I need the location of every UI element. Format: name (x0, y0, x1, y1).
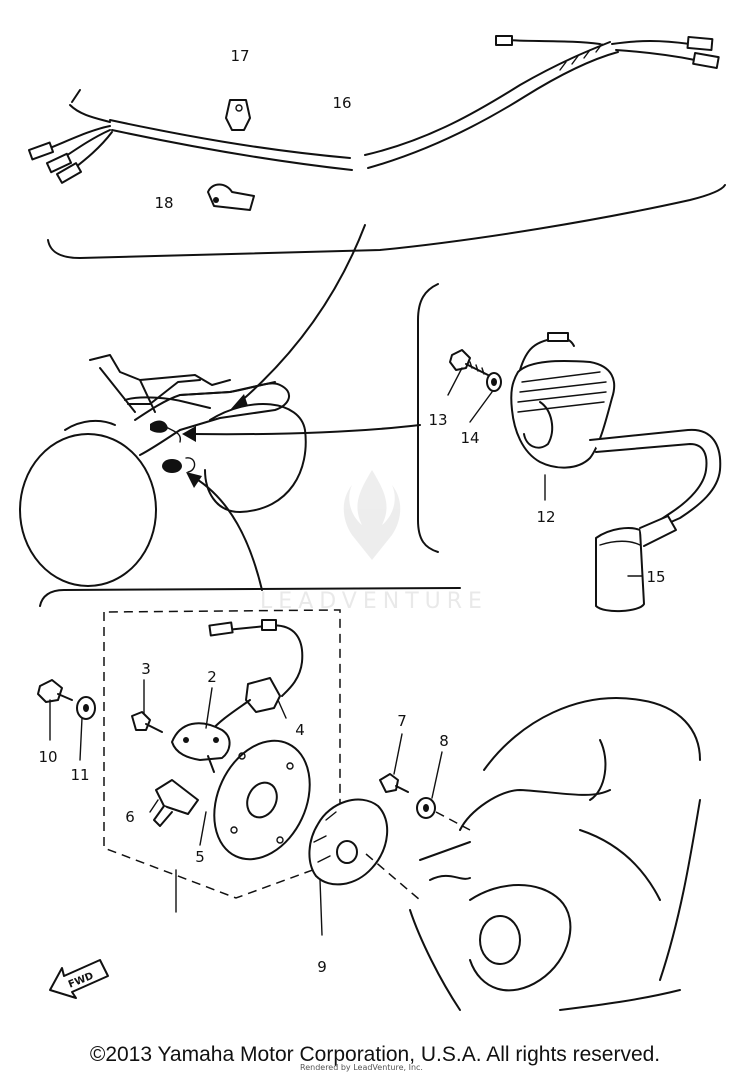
callout-11: 11 (70, 766, 89, 784)
callout-3: 3 (141, 660, 151, 678)
callout-2: 2 (207, 668, 217, 686)
callout-6: 6 (125, 808, 135, 826)
callout-13: 13 (428, 411, 447, 429)
section-bracket-top (47, 184, 726, 259)
clamp-18 (207, 183, 255, 211)
callout-18: 18 (154, 194, 173, 212)
rendered-by-note: Rendered by LeadVenture, Inc. (300, 1063, 423, 1072)
harness-tube-left (109, 119, 351, 159)
leadventure-watermark: LEADVENTURE (260, 470, 482, 614)
callout-15: 15 (646, 568, 665, 586)
callout-8: 8 (439, 732, 449, 750)
callout-17: 17 (230, 47, 249, 65)
callout-labels: 17 16 18 13 14 12 15 3 2 4 6 5 10 11 7 8… (38, 47, 665, 976)
callout-7: 7 (397, 712, 407, 730)
callout-4: 4 (295, 721, 305, 739)
stator-section: FWD (37, 587, 701, 1011)
callout-14: 14 (460, 429, 479, 447)
callout-9: 9 (317, 958, 327, 976)
callout-16: 16 (332, 94, 351, 112)
callout-5: 5 (195, 848, 205, 866)
section-bracket-bottom (39, 587, 461, 607)
assembly-1-boundary (103, 609, 341, 899)
copyright-notice: ©2013 Yamaha Motor Corporation, U.S.A. A… (89, 1043, 661, 1066)
clamp-17 (225, 99, 251, 131)
callout-12: 12 (536, 508, 555, 526)
ignition-coil-section (417, 283, 722, 612)
callout-10: 10 (38, 748, 57, 766)
section-bracket-right (417, 283, 439, 553)
wire-harness-section (27, 35, 726, 259)
fwd-arrow-icon: FWD (49, 959, 109, 999)
pointer-arrows (182, 224, 421, 591)
motorcycle-outline (19, 354, 307, 587)
parts-diagram: LEADVENTURE (19, 35, 726, 1011)
